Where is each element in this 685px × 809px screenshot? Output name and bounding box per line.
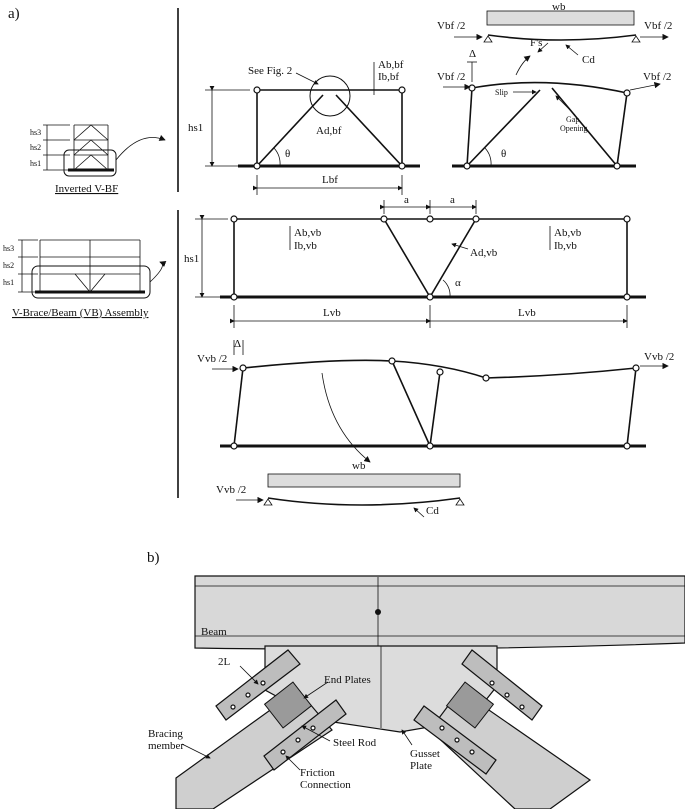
label-wb-vb: wb [352, 460, 366, 472]
label-Cd-top: Cd [582, 54, 595, 66]
label-A-dvb: Ad,vb [470, 247, 498, 259]
label-Vbf-left-top: Vbf /2 [437, 20, 465, 32]
label-beam: Beam [201, 626, 227, 638]
pointer-arrow-vbf [115, 134, 166, 161]
label-I-bvb-left: Ib,vb [294, 240, 317, 252]
panel-a-label: a) [8, 6, 20, 22]
label-2L: 2L [218, 656, 231, 668]
label-a-left: a [404, 194, 409, 206]
panel-b-label: b) [147, 550, 160, 566]
label-hs3: hs3 [30, 128, 41, 137]
label-delta-vb: Δ [234, 338, 241, 350]
label-Vbf-right-top: Vbf /2 [644, 20, 672, 32]
label-theta-deformed: θ [501, 148, 506, 160]
label-theta: θ [285, 148, 290, 160]
label-delta-vbf: Δ [469, 48, 476, 60]
label-I-bvb-right: Ib,vb [554, 240, 577, 252]
label-plate: Plate [410, 760, 432, 772]
label-bracing: Bracing [148, 728, 183, 740]
label-hs1-vb: hs1 [3, 278, 14, 287]
label-Fs: F's [530, 37, 542, 49]
label-friction: Friction [300, 767, 335, 779]
label-hs1-frame: hs1 [188, 122, 203, 134]
vb-deformed-frame [212, 340, 669, 463]
connection-photo [175, 575, 685, 809]
label-slip: Slip [495, 88, 508, 97]
label-A-bvb-right: Ab,vb [554, 227, 582, 239]
label-Vvb-load: Vvb /2 [216, 484, 246, 496]
label-hs3-vb: hs3 [3, 244, 14, 253]
inverted-vbf-thumbnail [43, 124, 117, 177]
label-gap: Gap [566, 115, 579, 124]
label-Lvb-left: Lvb [323, 307, 341, 319]
label-hs1: hs1 [30, 159, 41, 168]
label-opening: Opening [560, 124, 588, 133]
vbf-beam-load-diagram [454, 10, 669, 76]
label-connection: Connection [300, 779, 351, 791]
label-member: member [148, 740, 184, 752]
label-Vvb-right: Vvb /2 [644, 351, 674, 363]
caption-inverted-vbf: Inverted V-BF [55, 183, 118, 195]
vb-assembly-thumbnail [18, 239, 167, 299]
label-a-right: a [450, 194, 455, 206]
label-hs2: hs2 [30, 143, 41, 152]
vbf-deformed-frame [443, 61, 661, 170]
label-A-dbf: Ad,bf [316, 125, 342, 137]
caption-vb-assembly: V-Brace/Beam (VB) Assembly [12, 307, 149, 319]
label-gusset: Gusset [410, 748, 440, 760]
label-I-bbf: Ib,bf [378, 71, 399, 83]
label-hs1-vbframe: hs1 [184, 253, 199, 265]
label-Lbf: Lbf [322, 174, 338, 186]
label-Vvb-left: Vvb /2 [197, 353, 227, 365]
label-Cd-vb: Cd [426, 505, 439, 517]
label-Vbf-right: Vbf /2 [643, 71, 671, 83]
inverted-vbf-frame [205, 62, 420, 195]
vb-assembly-frame [195, 200, 646, 328]
label-wb-top: wb [552, 1, 566, 13]
vb-beam-load-diagram [236, 473, 465, 518]
label-hs2-vb: hs2 [3, 261, 14, 270]
label-alpha: α [455, 277, 461, 289]
label-A-bvb-left: Ab,vb [294, 227, 322, 239]
label-steel-rod: Steel Rod [333, 737, 377, 749]
label-end-plates: End Plates [324, 674, 371, 686]
label-see-fig2: See Fig. 2 [248, 65, 292, 77]
label-A-bbf: Ab,bf [378, 59, 404, 71]
label-Vbf-left: Vbf /2 [437, 71, 465, 83]
label-Lvb-right: Lvb [518, 307, 536, 319]
